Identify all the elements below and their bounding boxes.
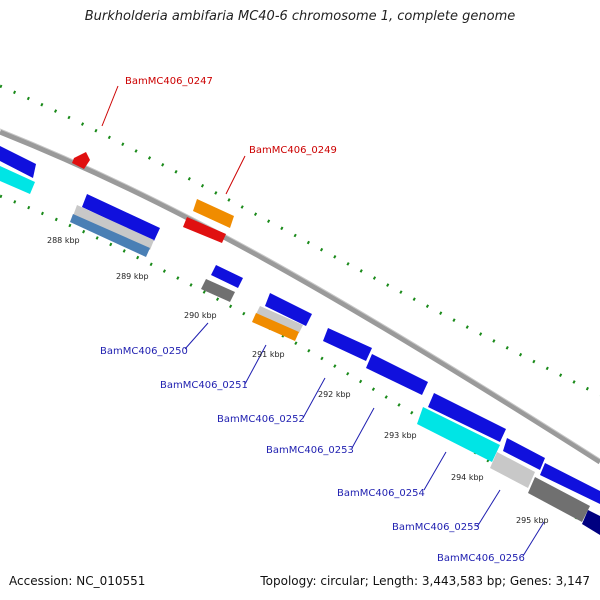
gene-arrow-0254-cyan[interactable] [417, 407, 500, 462]
gene-arrow-0249-orange[interactable] [193, 199, 234, 228]
inner-tick-ring [0, 194, 581, 522]
gene-label-0249[interactable]: BamMC406_0249 [249, 145, 337, 156]
gene-arrow-left-blue[interactable] [0, 146, 36, 178]
gene-labels-top[interactable]: BamMC406_0247 BamMC406_0249 [125, 76, 337, 156]
gene-label-0252[interactable]: BamMC406_0252 [217, 414, 305, 425]
gene-arrow-0255-silver[interactable] [490, 452, 535, 488]
gene-label-0256[interactable]: BamMC406_0256 [437, 553, 525, 564]
backbone [0, 128, 600, 465]
scale-label-288: 288 kbp [47, 236, 80, 245]
gene-arrow-0253-blue[interactable] [366, 354, 428, 395]
outer-tick-ring [0, 84, 600, 397]
gene-arrow-0250-gray[interactable] [201, 279, 235, 302]
gene-arrow-0251-orange[interactable] [252, 313, 299, 341]
gene-label-0255[interactable]: BamMC406_0255 [392, 522, 480, 533]
gene-arrow-0252-blue[interactable] [323, 328, 372, 361]
gene-arrow-0255-blue[interactable] [503, 438, 545, 470]
gene-arrow-0254-blue[interactable] [428, 393, 506, 442]
scale-label-293: 293 kbp [384, 431, 417, 440]
topology-text: Topology: circular; Length: 3,443,583 bp… [260, 574, 590, 588]
scale-label-291: 291 kbp [252, 350, 285, 359]
gene-label-0251[interactable]: BamMC406_0251 [160, 380, 248, 391]
gene-arrow-0250-blue[interactable] [211, 265, 243, 288]
gene-arrow-0248-blue[interactable] [82, 194, 160, 241]
gene-arrow-0247[interactable] [72, 152, 90, 169]
scale-label-289: 289 kbp [116, 272, 149, 281]
gene-label-0247[interactable]: BamMC406_0247 [125, 76, 213, 87]
gene-features[interactable] [0, 146, 600, 535]
gene-arrow-0251-silver[interactable] [256, 306, 303, 333]
gene-label-0254[interactable]: BamMC406_0254 [337, 488, 425, 499]
scale-label-295: 295 kbp [516, 516, 549, 525]
map-title: Burkholderia ambifaria MC40-6 chromosome… [84, 9, 516, 24]
gene-arrow-0256-blue[interactable] [540, 463, 600, 504]
gene-label-0253[interactable]: BamMC406_0253 [266, 445, 354, 456]
gene-arrow-0249-red[interactable] [183, 217, 226, 243]
gene-arrow-0256-gray[interactable] [528, 477, 590, 522]
gene-arrow-0251-blue[interactable] [265, 293, 312, 326]
scale-labels: 288 kbp 289 kbp 290 kbp 291 kbp 292 kbp … [47, 236, 549, 525]
leader-lines [101, 85, 545, 557]
gene-arrow-0248-silver[interactable] [73, 205, 154, 250]
scale-label-290: 290 kbp [184, 311, 217, 320]
scale-label-294: 294 kbp [451, 473, 484, 482]
gene-labels-bottom[interactable]: BamMC406_0250 BamMC406_0251 BamMC406_025… [100, 346, 525, 564]
gene-label-0250[interactable]: BamMC406_0250 [100, 346, 188, 357]
gene-arrow-0248-steel[interactable] [70, 214, 150, 257]
gene-arrow-left-cyan[interactable] [0, 166, 35, 194]
scale-label-292: 292 kbp [318, 390, 351, 399]
accession-text: Accession: NC_010551 [9, 574, 146, 588]
gene-arrow-0256-navy[interactable] [582, 510, 600, 535]
